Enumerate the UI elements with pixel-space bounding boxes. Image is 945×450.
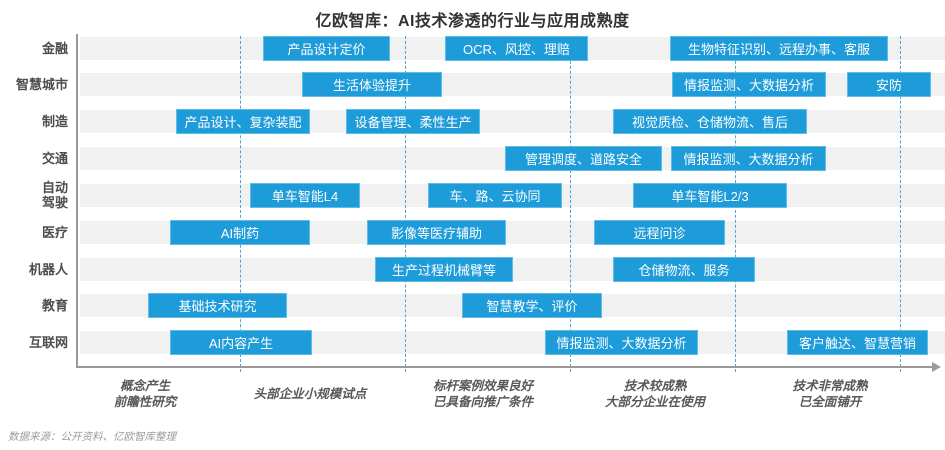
row-label-医疗: 医疗 [41,224,68,240]
stage-label: 技术较成熟大部分企业在使用 [604,379,705,409]
task-box: 情报监测、大数据分析 [545,330,698,356]
task-box: 仓储物流、服务 [613,256,755,282]
stage-gridline [570,36,571,372]
chart-title: 亿欧智库：AI技术渗透的行业与应用成熟度 [315,13,630,30]
task-box: 单车智能L4 [250,182,360,208]
stage-gridline [405,36,406,372]
stage-label: 技术非常成熟已全面铺开 [792,379,868,409]
task-box: 单车智能L2/3 [633,182,787,208]
task-box: 远程问诊 [594,219,725,245]
stage-label: 头部企业小规模试点 [253,387,367,401]
task-box: AI制药 [170,219,310,245]
task-box: 生产过程机械臂等 [375,256,513,282]
task-box: 管理调度、道路安全 [505,146,662,172]
task-box: 车、路、云协同 [428,182,562,208]
row-label-自动驾驶: 自动驾驶 [41,180,68,211]
task-box: 情报监测、大数据分析 [671,146,826,172]
task-box: 情报监测、大数据分析 [672,72,826,98]
task-box: 影像等医疗辅助 [367,219,506,245]
task-box: 视觉质检、仓储物流、售后 [613,109,807,135]
x-axis-arrow-icon [932,362,941,372]
data-source-note: 数据来源：公开资料、亿欧智库整理 [8,431,176,443]
row-label-金融: 金融 [41,40,68,56]
stage-gridline [900,36,901,372]
row-label-交通: 交通 [41,151,68,167]
task-box: 产品设计、复杂装配 [176,109,310,135]
task-box: 生活体验提升 [302,72,442,98]
row-label-制造: 制造 [41,114,68,130]
task-box: 生物特征识别、远程办事、客服 [670,35,888,61]
stage-label: 概念产生前瞻性研究 [113,379,177,409]
task-box: 基础技术研究 [148,293,287,319]
row-label-互联网: 互联网 [28,335,68,351]
stage-gridline [240,36,241,372]
task-box: 产品设计定价 [263,35,390,61]
y-axis-line [76,34,78,368]
task-box: 安防 [847,72,931,98]
task-box: 客户触达、智慧营销 [787,330,928,356]
task-box: AI内容产生 [170,330,312,356]
task-box: 设备管理、柔性生产 [346,109,480,135]
row-label-机器人: 机器人 [28,261,68,277]
task-box: 智慧教学、评价 [462,293,602,319]
row-label-智慧城市: 智慧城市 [15,77,68,93]
task-box: OCR、风控、理赔 [445,35,588,61]
row-label-教育: 教育 [41,298,68,314]
x-axis-line [76,366,934,368]
stage-label: 标杆案例效果良好已具备向推广条件 [432,379,533,409]
